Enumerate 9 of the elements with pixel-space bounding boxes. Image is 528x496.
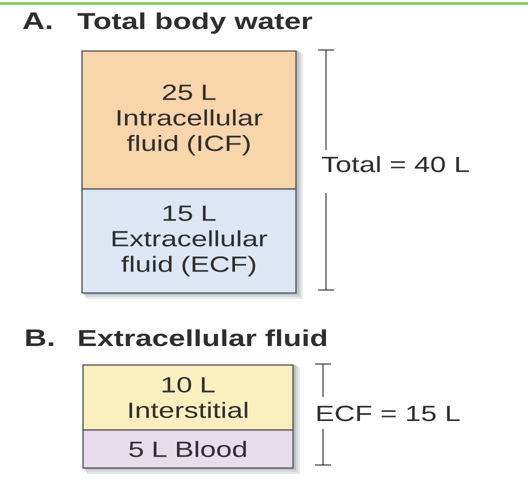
compartment-box: 25 L Intracellular fluid (ICF): [81, 50, 297, 190]
compartment-box: 15 L Extracellular fluid (ECF): [81, 188, 297, 294]
compartment-box: 5 L Blood: [82, 429, 294, 469]
panel-letter: A.: [22, 12, 52, 29]
dimension-label: Total = 40 L: [322, 156, 469, 172]
panel-heading: Extracellular fluid: [79, 329, 326, 346]
dimension-label: ECF = 15 L: [318, 406, 460, 422]
panel-letter: B.: [26, 330, 54, 346]
compartment-box: 10 L Interstitial: [82, 364, 294, 431]
